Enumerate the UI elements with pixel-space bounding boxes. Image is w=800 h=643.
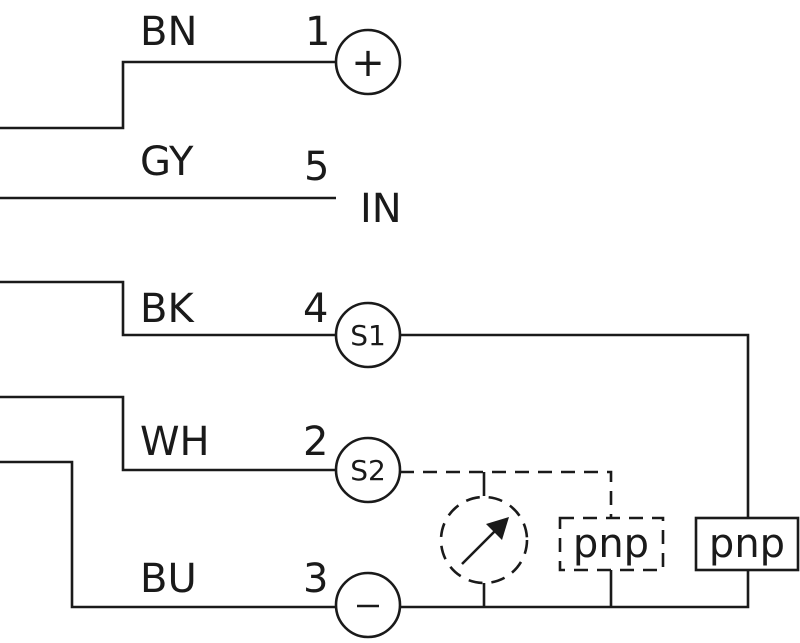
switch-pnp-label: pnp xyxy=(709,521,785,567)
meter-arrow-head xyxy=(486,517,509,540)
terminal-plus xyxy=(334,28,402,96)
wire-label-bn: BN xyxy=(140,9,197,55)
meter-arrow-shaft xyxy=(461,529,497,565)
wire-label-bk: BK xyxy=(140,286,195,332)
pin-number-4: 4 xyxy=(303,286,328,332)
wire-wh xyxy=(0,395,336,472)
pin-number-2: 2 xyxy=(303,419,328,465)
wire-bn xyxy=(0,60,336,130)
analog-meter-icon xyxy=(439,495,529,585)
wire-label-bu: BU xyxy=(140,556,197,602)
wire-bk xyxy=(0,280,336,337)
pin-number-1: 1 xyxy=(305,9,330,55)
wire-s2-dashed xyxy=(400,470,613,518)
pin-number-5: 5 xyxy=(304,144,329,190)
plus-icon: + xyxy=(351,40,385,86)
terminal-s2 xyxy=(334,436,402,504)
terminal-s2-label: S2 xyxy=(350,454,386,487)
wire-bu xyxy=(0,460,336,609)
optional-pnp-box xyxy=(558,516,665,572)
terminal-in: IN xyxy=(360,186,402,232)
pin-number-3: 3 xyxy=(303,556,328,602)
wire-s1-output xyxy=(400,333,750,518)
wire-label-wh: WH xyxy=(140,419,210,465)
optional-pnp-label: pnp xyxy=(573,521,649,567)
switch-pnp-box xyxy=(694,516,800,572)
wire-label-gy: GY xyxy=(140,139,194,185)
terminal-s1-label: S1 xyxy=(350,319,386,352)
wire-bu-return xyxy=(400,570,750,609)
terminal-minus xyxy=(334,571,402,639)
